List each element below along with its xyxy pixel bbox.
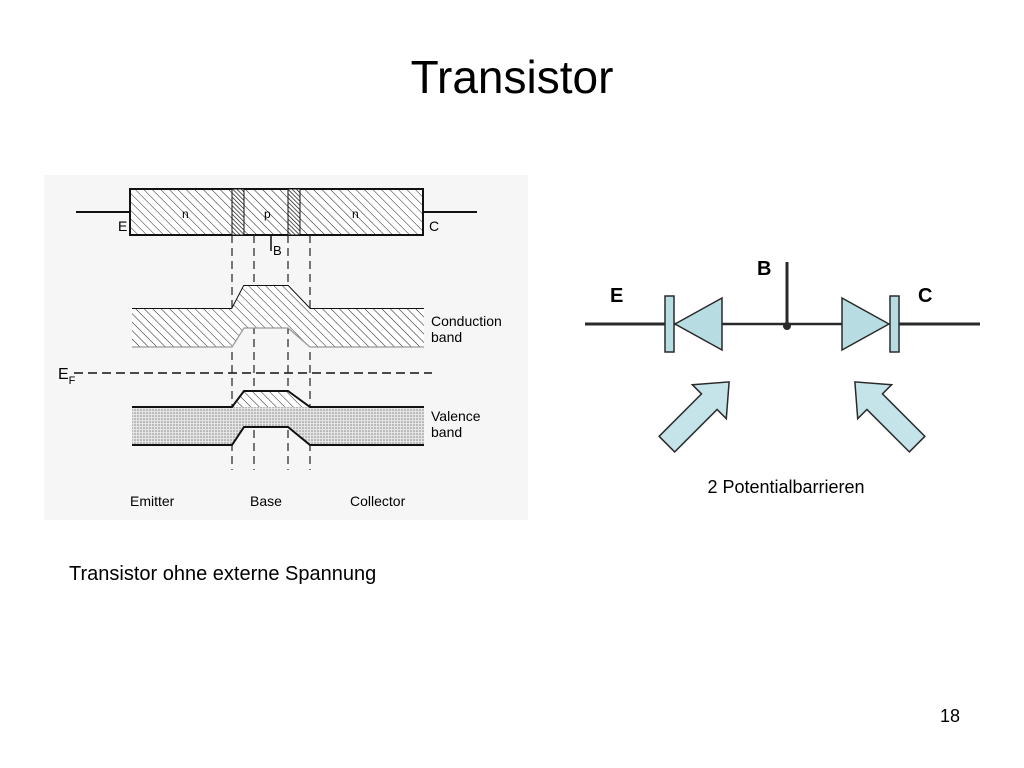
- junction-right: [287, 188, 301, 236]
- conduction-band-bottom: [132, 327, 424, 348]
- label-e: E: [610, 285, 623, 307]
- label-b: B: [757, 258, 771, 280]
- diode-left-bar: [664, 295, 675, 353]
- figure-caption: Transistor ohne externe Spannung: [69, 563, 377, 585]
- terminal-c-label: C: [429, 218, 439, 234]
- base-junction-dot: [783, 322, 791, 330]
- base-region-label: Base: [250, 493, 282, 509]
- valence-band-bottom: [132, 426, 424, 446]
- circuit-svg: B E C 2 Potentialbarrieren: [585, 258, 980, 497]
- barrier-arrow-left: [658, 381, 730, 453]
- band-diagram-svg: E C n p n B Conduction band EF Valence b…: [58, 188, 502, 509]
- terminal-e-label: E: [118, 218, 127, 234]
- region-n-right: n: [352, 207, 359, 221]
- fermi-label: EF: [58, 366, 76, 387]
- slide-title: Transistor: [410, 51, 614, 103]
- valence-band-fill: [132, 391, 424, 445]
- region-p: p: [264, 207, 271, 221]
- base-label: B: [273, 243, 282, 258]
- valence-band-hatch: [232, 391, 310, 407]
- valence-band-top: [132, 390, 424, 408]
- barrier-caption: 2 Potentialbarrieren: [707, 477, 864, 497]
- band-diagram-figure: E C n p n B Conduction band EF Valence b…: [44, 175, 528, 520]
- emitter-label: Emitter: [130, 493, 175, 509]
- diode-model-circuit: B E C 2 Potentialbarrieren: [580, 250, 990, 510]
- junction-left: [231, 188, 245, 236]
- diode-left-triangle: [673, 296, 723, 352]
- diode-right-triangle: [841, 296, 891, 352]
- collector-label: Collector: [350, 493, 406, 509]
- diode-right-bar: [889, 295, 900, 353]
- label-c: C: [918, 285, 932, 307]
- conduction-label-1: Conduction: [431, 313, 502, 329]
- page-number: 18: [939, 706, 961, 726]
- conduction-band-fill: [132, 286, 424, 347]
- conduction-label-2: band: [431, 329, 462, 345]
- valence-label-1: Valence: [431, 408, 481, 424]
- valence-label-2: band: [431, 424, 462, 440]
- barrier-arrow-right: [854, 381, 926, 453]
- region-n-left: n: [182, 207, 189, 221]
- transistor-bar: [129, 188, 424, 236]
